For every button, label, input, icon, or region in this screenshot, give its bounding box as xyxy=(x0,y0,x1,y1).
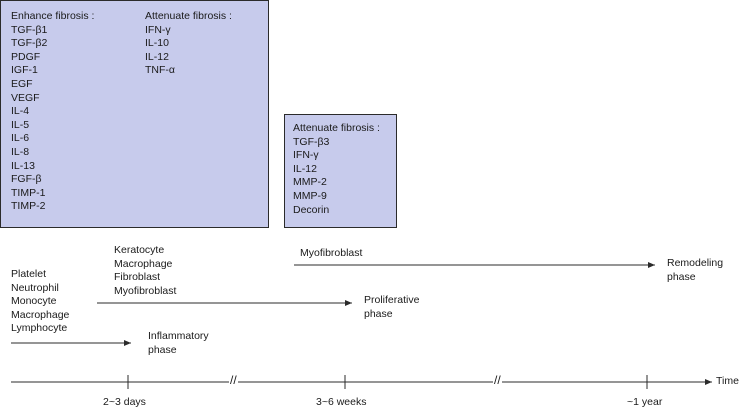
attenuate-fibrosis-heading: Attenuate fibrosis : xyxy=(145,10,232,22)
inflammatory-phase-label: Inflammatory phase xyxy=(148,330,209,357)
list-item: EGF xyxy=(11,77,33,90)
phase-label-line: phase xyxy=(667,270,696,283)
list-item: TIMP-1 xyxy=(11,186,46,199)
list-item: IL-8 xyxy=(11,145,30,158)
proliferative-phase-label: Proliferative phase xyxy=(364,294,419,321)
list-item: IFN-γ xyxy=(145,23,171,36)
list-item: Macrophage xyxy=(114,257,173,270)
list-item: MMP-9 xyxy=(293,189,327,202)
list-item: IL-12 xyxy=(293,162,317,175)
tick-label: ~1 year xyxy=(627,396,663,408)
remodeling-cells: Myofibroblast xyxy=(300,247,363,259)
attenuate-fibrosis-list-left: Attenuate fibrosis : IFN-γ IL-10 IL-12 T… xyxy=(145,10,232,78)
list-item: IL-10 xyxy=(145,37,169,50)
inflammatory-cells: Platelet Neutrophil Monocyte Macrophage … xyxy=(11,268,69,336)
list-item: Lymphocyte xyxy=(11,322,68,335)
phase-label-line: Inflammatory xyxy=(148,330,209,342)
time-axis-label: Time xyxy=(716,375,739,387)
attenuate-fibrosis-list-right: Attenuate fibrosis : TGF-β3 IFN-γ IL-12 … xyxy=(293,122,380,217)
attenuate-fibrosis-heading: Attenuate fibrosis : xyxy=(293,122,380,134)
remodeling-phase-label: Remodeling phase xyxy=(667,257,723,284)
list-item: TGF-β1 xyxy=(11,23,48,36)
axis-break-mark: // xyxy=(493,373,502,388)
list-item: TGF-β2 xyxy=(11,37,48,50)
list-item: FGF-β xyxy=(11,173,42,186)
list-item: TIMP-2 xyxy=(11,200,46,213)
tick-label: 3~6 weeks xyxy=(316,396,367,408)
enhance-fibrosis-heading: Enhance fibrosis : xyxy=(11,10,95,22)
proliferative-cells: Keratocyte Macrophage Fibroblast Myofibr… xyxy=(114,244,176,298)
phase-label-line: Proliferative xyxy=(364,294,420,306)
list-item: IGF-1 xyxy=(11,64,38,77)
list-item: IL-13 xyxy=(11,159,35,172)
list-item: IL-6 xyxy=(11,132,30,145)
list-item: IL-5 xyxy=(11,118,30,131)
list-item: PDGF xyxy=(11,50,41,63)
cytokine-box-left xyxy=(0,0,269,228)
list-item: Fibroblast xyxy=(114,271,161,284)
list-item: MMP-2 xyxy=(293,176,327,189)
list-item: TGF-β3 xyxy=(293,135,330,148)
tick-label: 2~3 days xyxy=(103,396,146,408)
phase-label-line: phase xyxy=(148,343,177,356)
list-item: Neutrophil xyxy=(11,281,59,294)
cytokine-box-right xyxy=(284,114,397,228)
list-item: IL-12 xyxy=(145,50,169,63)
phase-label-line: Remodeling xyxy=(667,257,724,269)
enhance-fibrosis-list: Enhance fibrosis : TGF-β1 TGF-β2 PDGF IG… xyxy=(11,10,94,214)
list-item: IL-4 xyxy=(11,105,30,118)
list-item: VEGF xyxy=(11,91,40,104)
list-item: Platelet xyxy=(11,268,47,280)
list-item: Decorin xyxy=(293,203,330,216)
list-item: TNF-α xyxy=(145,64,175,77)
list-item: Keratocyte xyxy=(114,244,165,256)
axis-break-mark: // xyxy=(229,373,238,388)
list-item: IFN-γ xyxy=(293,149,319,162)
list-item: Monocyte xyxy=(11,295,57,308)
list-item: Macrophage xyxy=(11,308,70,321)
list-item: Myofibroblast xyxy=(114,284,177,297)
phase-label-line: phase xyxy=(364,307,393,320)
